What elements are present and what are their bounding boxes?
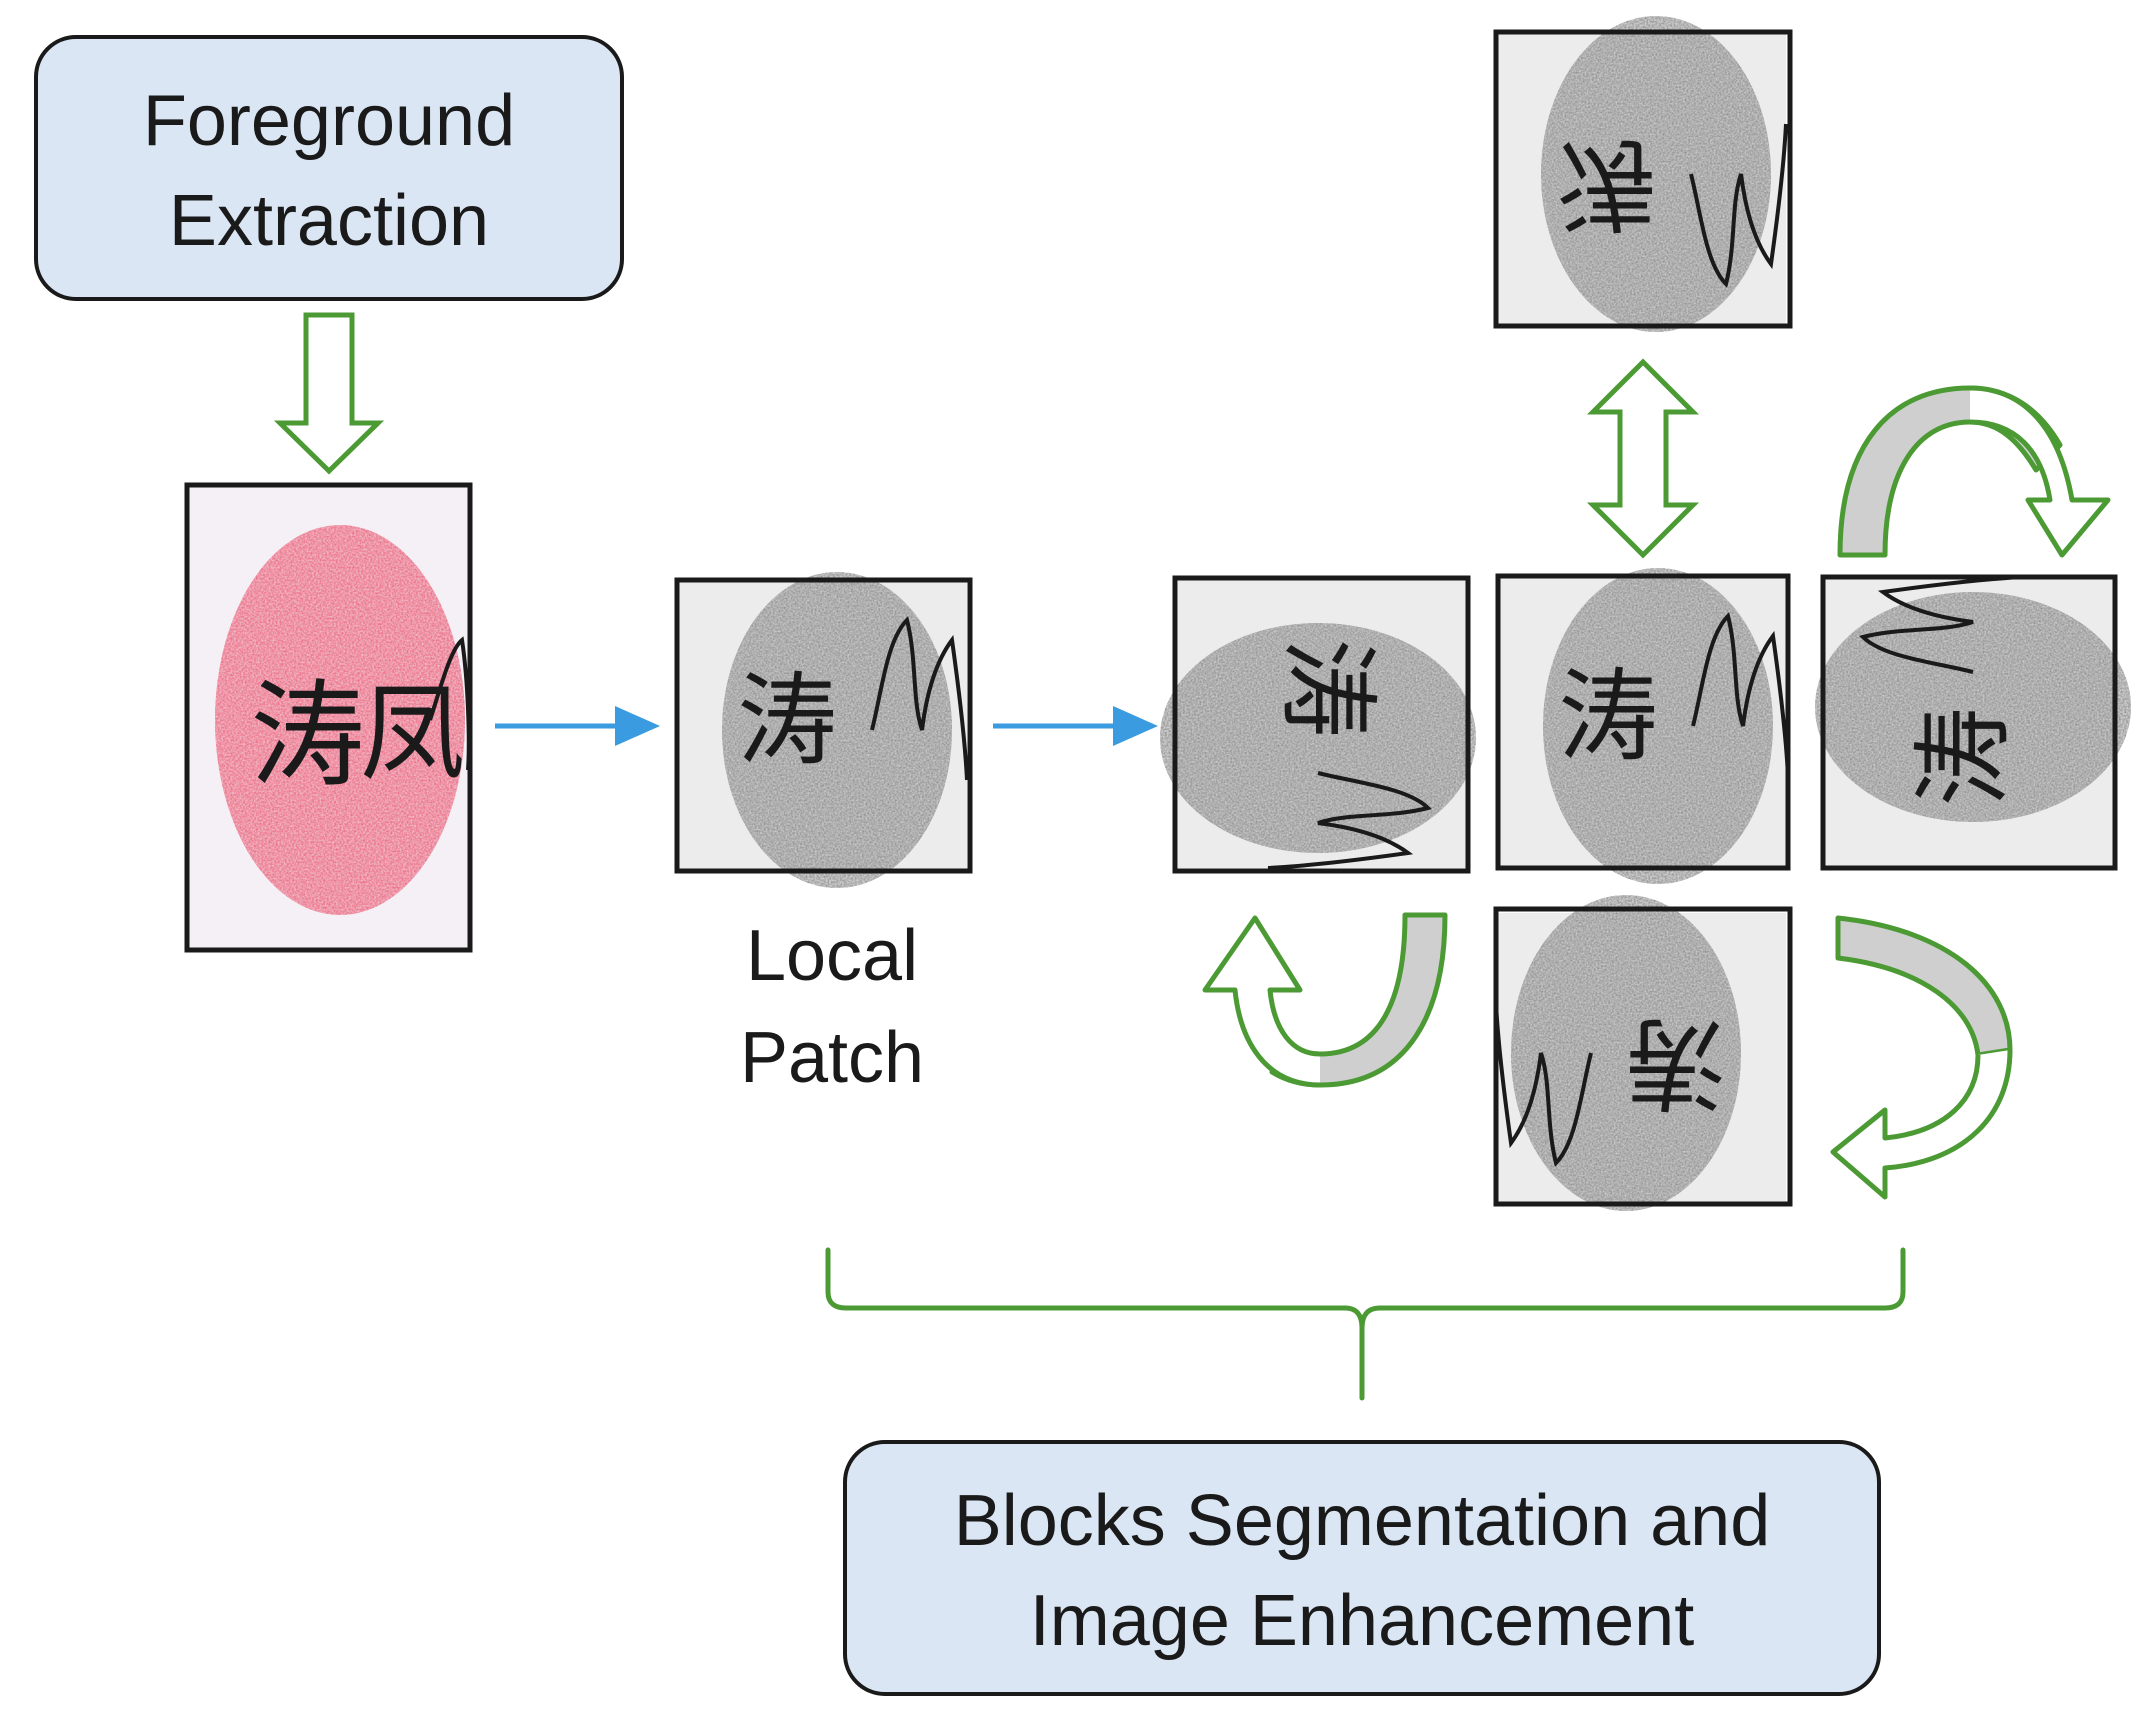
local-patch-image <box>674 572 973 888</box>
rotate-arrow-top-right-icon <box>1837 385 2111 558</box>
flipped-block-top <box>1493 16 1793 332</box>
foreground-label-line2: Extraction <box>169 181 489 261</box>
rotated-block-right <box>1815 574 2131 871</box>
blocks-segmentation-box: Blocks Segmentation and Image Enhancemen… <box>843 1440 1881 1696</box>
double-arrow-icon <box>1586 358 1700 559</box>
foreground-extraction-box: Foreground Extraction <box>34 35 624 301</box>
rotated-block-left <box>1160 575 1476 874</box>
grouping-brace <box>825 1247 1906 1401</box>
local-patch-label-line2: Patch <box>740 1018 924 1098</box>
signature-char-a: 涛 <box>250 669 365 803</box>
down-arrow-icon <box>273 312 385 475</box>
local-patch-label-line1: Local <box>746 916 918 996</box>
rotated-block-bottom <box>1493 895 1793 1211</box>
rotate-arrow-bottom-left-icon <box>1202 912 1448 1088</box>
foreground-label-line1: Foreground <box>143 81 515 161</box>
signature-char-b: 凤 <box>360 673 465 795</box>
original-fingerprint-image: 涛 凤 <box>184 482 473 953</box>
blocks-label-line2: Image Enhancement <box>1030 1581 1694 1661</box>
center-block <box>1495 568 1791 884</box>
blocks-label-line1: Blocks Segmentation and <box>954 1481 1771 1561</box>
rotate-arrow-bottom-right-icon <box>1830 915 2013 1200</box>
